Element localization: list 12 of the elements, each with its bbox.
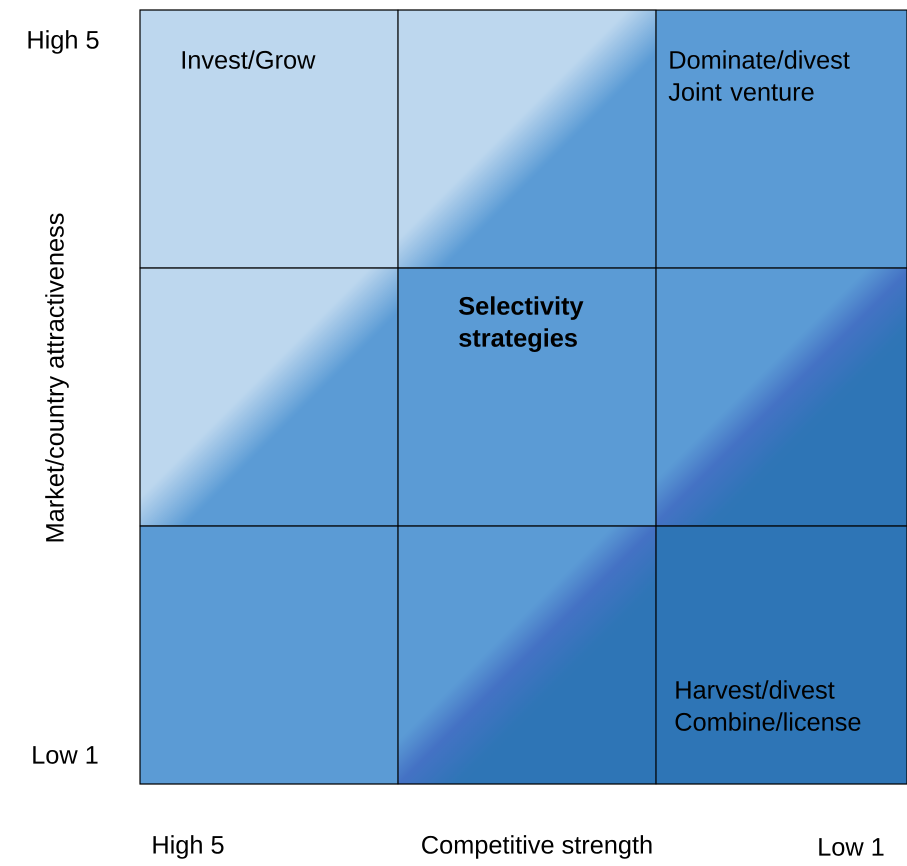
matrix-cell: [139, 525, 399, 785]
axis-value: High 5: [28, 30, 99, 54]
matrix-cell: Invest/Grow: [139, 9, 399, 269]
axis-value: Low 1: [819, 838, 884, 856]
matrix-cell: [397, 525, 657, 785]
axis-value: Low 1: [33, 746, 98, 764]
axis-title: Competitive strength: [422, 835, 652, 859]
matrix-cell: Harvest/divest Combine/license: [655, 525, 907, 785]
axis-value: High 5: [153, 835, 224, 859]
matrix-cell: Dominate/divest Joint venture: [655, 9, 907, 269]
matrix-cell: Selectivity strategies: [397, 267, 657, 527]
axis-title: Market/country attractiveness: [45, 214, 69, 542]
